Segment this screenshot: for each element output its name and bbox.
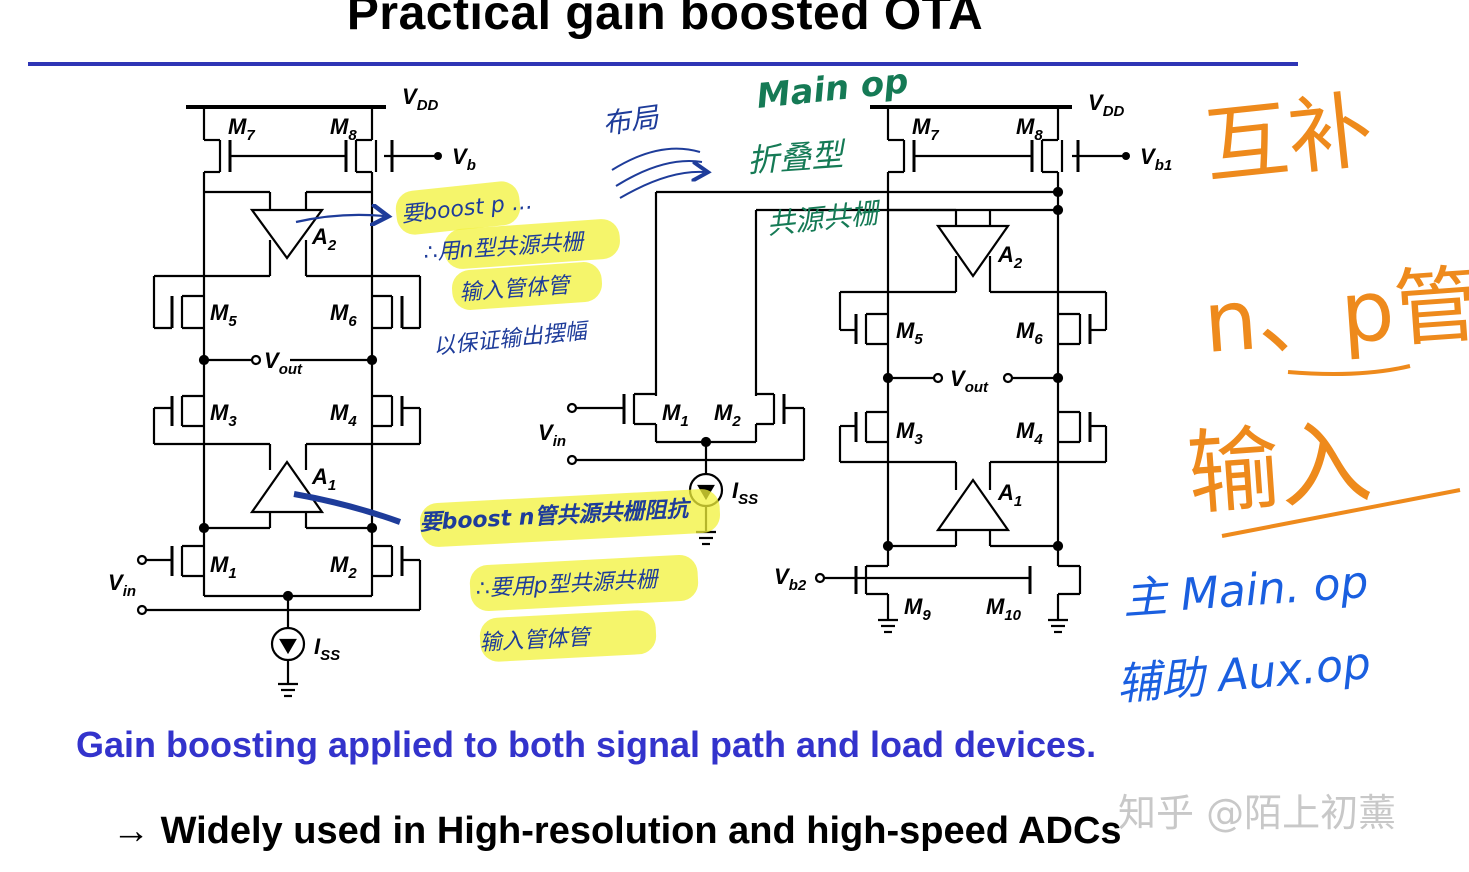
middle-input-pair <box>566 190 1058 546</box>
svg-text:M2: M2 <box>714 400 741 430</box>
svg-text:M7: M7 <box>228 114 255 144</box>
svg-text:Vb: Vb <box>452 144 476 174</box>
svg-text:输入管体管: 输入管体管 <box>479 625 593 656</box>
svg-text:Vb2: Vb2 <box>774 564 807 594</box>
svg-text:VDD: VDD <box>402 84 439 114</box>
svg-text:VDD: VDD <box>1088 90 1125 120</box>
svg-text:Vin: Vin <box>538 420 566 450</box>
svg-text:M6: M6 <box>1016 318 1043 348</box>
arrow-icon: → <box>112 810 150 852</box>
slide-caption: Gain boosting applied to both signal pat… <box>76 724 1097 765</box>
svg-text:输入: 输入 <box>1184 408 1375 528</box>
svg-text:M4: M4 <box>1016 418 1043 448</box>
svg-text:M2: M2 <box>330 552 357 582</box>
svg-text:共源共栅: 共源共栅 <box>765 196 883 241</box>
middle-labels: M1 M2 Vin ISS <box>538 400 758 508</box>
svg-text:M3: M3 <box>896 418 923 448</box>
left-ota-circuit <box>136 105 436 698</box>
right-ota-circuit <box>814 105 1124 634</box>
right-ota-labels: VDD Vb1 M7 M8 A2 M5 M6 Vout M3 M4 A1 Vb2… <box>774 90 1172 624</box>
svg-text:M10: M10 <box>986 594 1022 624</box>
slide-title: Practical gain boosted OTA <box>346 0 984 40</box>
title-underline <box>28 62 1298 66</box>
svg-text:Vout: Vout <box>264 348 303 378</box>
svg-text:主 Main. op: 主 Main. op <box>1121 557 1370 625</box>
svg-text:ISS: ISS <box>314 634 340 664</box>
svg-text:n、p管: n、p管 <box>1201 255 1469 372</box>
svg-text:布局: 布局 <box>600 100 662 141</box>
svg-text:A2: A2 <box>311 224 337 254</box>
svg-text:M5: M5 <box>210 300 237 330</box>
svg-text:M8: M8 <box>330 114 357 144</box>
svg-text:M4: M4 <box>330 400 357 430</box>
svg-text:A1: A1 <box>311 464 336 494</box>
svg-text:M9: M9 <box>904 594 931 624</box>
svg-text:M1: M1 <box>662 400 689 430</box>
svg-text:互补: 互补 <box>1200 81 1377 196</box>
svg-text:M6: M6 <box>330 300 357 330</box>
svg-text:辅助 Aux.op: 辅助 Aux.op <box>1115 638 1373 711</box>
svg-text:以保证输出摆幅: 以保证输出摆幅 <box>432 319 592 360</box>
svg-text:M8: M8 <box>1016 114 1043 144</box>
svg-text:M1: M1 <box>210 552 237 582</box>
bullet-text: Widely used in High-resolution and high-… <box>160 810 1122 852</box>
svg-text:M7: M7 <box>912 114 939 144</box>
watermark: 知乎 @陌上初薰 <box>1118 791 1397 835</box>
bullet-point: → Widely used in High-resolution and hig… <box>112 810 1122 853</box>
left-ota-labels: VDD Vb M7 M8 A2 M5 M6 Vout M3 M4 A1 M1 M… <box>108 84 476 664</box>
svg-text:M3: M3 <box>210 400 237 430</box>
svg-text:M5: M5 <box>896 318 923 348</box>
svg-text:ISS: ISS <box>732 478 758 508</box>
svg-text:A2: A2 <box>997 242 1023 272</box>
svg-text:折叠型: 折叠型 <box>746 135 848 180</box>
svg-text:Vout: Vout <box>950 366 989 396</box>
svg-text:A1: A1 <box>997 480 1022 510</box>
svg-text:Vb1: Vb1 <box>1140 144 1172 174</box>
svg-text:Vin: Vin <box>108 570 136 600</box>
